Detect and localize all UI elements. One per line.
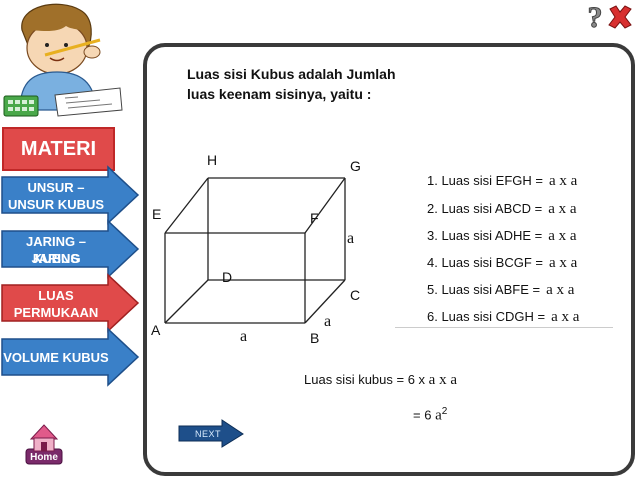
vertex-label-e: E: [152, 206, 162, 222]
nav-jaring-kubus[interactable]: JARING – JARING KUBUS: [0, 219, 140, 279]
edge-label-bc: a: [324, 313, 332, 330]
list-item-expr: a x a: [548, 201, 577, 217]
cube-lines: [164, 177, 346, 324]
list-item: 1. Luas sisi EFGH = a x a: [427, 173, 577, 190]
list-item-text: 3. Luas sisi ADHE =: [427, 228, 543, 243]
help-icon[interactable]: ?: [585, 2, 605, 32]
list-item-text: 1. Luas sisi EFGH =: [427, 173, 543, 188]
list-divider: [395, 327, 613, 328]
edge-label-cg: a: [347, 230, 355, 247]
list-item-expr: a x a: [548, 255, 578, 271]
next-arrow-icon: [178, 419, 244, 448]
list-item: 5. Luas sisi ABFE = a x a: [427, 282, 574, 299]
nav-arrow-shape: [1, 327, 140, 387]
vertex-label-g: G: [350, 158, 361, 174]
student-illustration: [3, 3, 123, 117]
vertex-label-a: A: [151, 322, 161, 338]
nav-unsur-kubus[interactable]: UNSUR – UNSUR KUBUS: [0, 165, 140, 225]
svg-text:?: ?: [588, 2, 603, 32]
edge-label-ab: a: [240, 328, 248, 345]
home-icon: [25, 424, 63, 465]
result-prefix: = 6: [413, 407, 432, 423]
list-item-expr: a x a: [546, 282, 575, 298]
next-label: NEXT: [194, 429, 221, 439]
total-prefix: Luas sisi kubus = 6 x: [304, 372, 426, 387]
result-base: a: [435, 407, 442, 424]
close-icon[interactable]: [606, 4, 634, 30]
list-item-text: 6. Luas sisi CDGH =: [427, 309, 546, 324]
result-exponent: 2: [441, 406, 448, 417]
cube-diagram: H G E F a D C a A a B: [140, 150, 380, 360]
home-button[interactable]: Home: [24, 419, 64, 465]
nav-arrow-shape: [1, 273, 140, 333]
intro-line1: Luas sisi Kubus adalah Jumlah: [187, 66, 396, 82]
home-label: Home: [30, 452, 58, 463]
nav-label-line1: JARING – JARING: [26, 234, 86, 266]
nav-label-line2: PERMUKAAN: [13, 305, 99, 320]
list-item: 3. Luas sisi ADHE = a x a: [427, 228, 577, 245]
list-item: 6. Luas sisi CDGH = a x a: [427, 309, 579, 326]
list-item-text: 5. Luas sisi ABFE =: [427, 282, 541, 297]
nav-label-line1: LUAS: [38, 288, 74, 303]
list-item-text: 2. Luas sisi ABCD =: [427, 201, 543, 216]
nav-label-line2: UNSUR KUBUS: [7, 197, 105, 212]
next-button[interactable]: NEXT: [178, 419, 244, 448]
nav-arrow-shape: [1, 219, 140, 279]
nav-volume-kubus[interactable]: VOLUME KUBUS: [0, 327, 140, 387]
intro-line2: luas keenam sisinya, yaitu :: [187, 86, 372, 102]
list-item-expr: a x a: [548, 228, 577, 244]
nav-label-line2: KUBUS: [32, 251, 80, 266]
list-item-text: 4. Luas sisi BCGF =: [427, 255, 543, 270]
nav-luas-permukaan[interactable]: LUAS PERMUKAAN: [0, 273, 140, 333]
vertex-label-b: B: [310, 330, 320, 346]
vertex-label-h: H: [207, 152, 218, 168]
vertex-label-f: F: [310, 210, 319, 226]
vertex-label-c: C: [350, 287, 361, 303]
list-item-expr: a x a: [551, 309, 580, 325]
list-item: 2. Luas sisi ABCD = a x a: [427, 201, 577, 218]
intro-text: Luas sisi Kubus adalah Jumlah luas keena…: [187, 64, 447, 104]
nav-arrow-shape: [1, 165, 140, 225]
vertex-label-d: D: [222, 269, 233, 285]
list-item-expr: a x a: [548, 173, 578, 189]
total-expr: a x a: [428, 372, 457, 388]
list-item: 4. Luas sisi BCGF = a x a: [427, 255, 577, 272]
materi-button[interactable]: MATERI: [2, 127, 115, 171]
content-panel: [143, 43, 635, 476]
nav-label-line1: VOLUME KUBUS: [3, 350, 109, 365]
result-formula: = 6 a2: [413, 406, 447, 424]
total-formula: Luas sisi kubus = 6 x a x a: [304, 372, 457, 389]
nav-label-line1: UNSUR –: [27, 180, 85, 195]
